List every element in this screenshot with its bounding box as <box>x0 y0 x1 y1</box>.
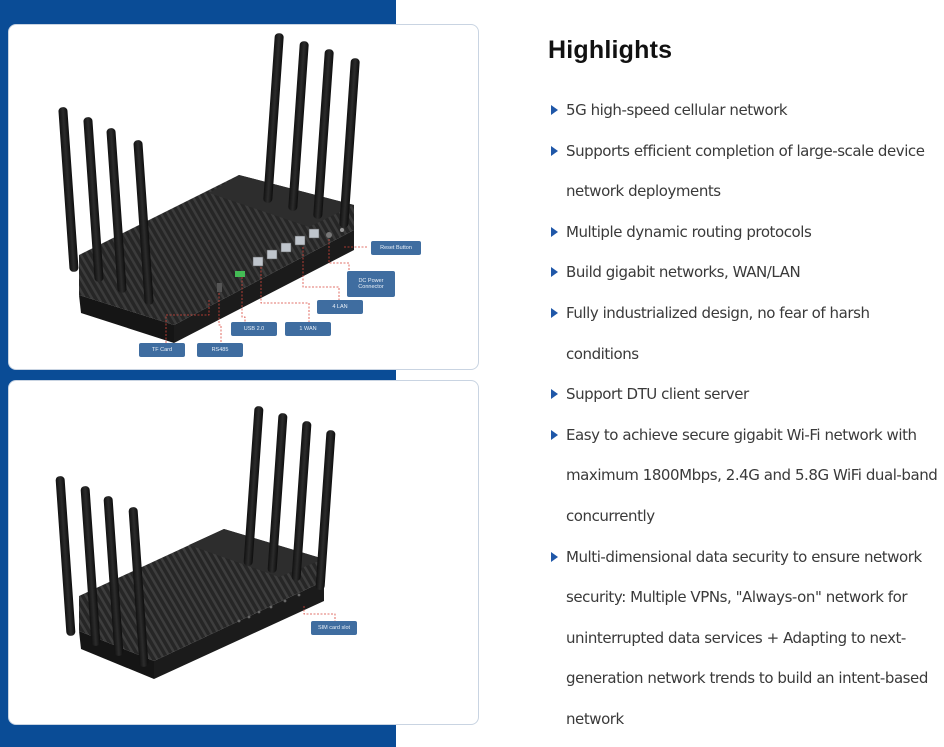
highlight-text: Easy to achieve secure gigabit Wi-Fi net… <box>566 425 938 525</box>
highlight-item: Supports efficient completion of large-s… <box>548 131 944 212</box>
highlight-item: Build gigabit networks, WAN/LAN <box>548 252 944 293</box>
callout-wan-port: 1 WAN <box>285 322 331 336</box>
triangle-bullet-icon <box>551 145 558 156</box>
router-illustration-front <box>55 406 336 679</box>
highlight-item: Multi-dimensional data security to ensur… <box>548 537 944 740</box>
highlight-text: Multi-dimensional data security to ensur… <box>566 547 928 728</box>
highlight-item: Multiple dynamic routing protocols <box>548 212 944 253</box>
triangle-bullet-icon <box>551 105 558 115</box>
highlights-list: 5G high-speed cellular network Supports … <box>548 90 944 740</box>
callout-dc-power: DC Power Connector <box>347 271 395 297</box>
callout-sim-slot: SIM card slot <box>311 621 357 635</box>
callout-reset-button: Reset Button <box>371 241 421 255</box>
triangle-bullet-icon <box>551 429 558 440</box>
highlight-item: Easy to achieve secure gigabit Wi-Fi net… <box>548 415 944 537</box>
triangle-bullet-icon <box>551 307 558 318</box>
triangle-bullet-icon <box>551 267 558 278</box>
callout-lan-ports: 4 LAN <box>317 300 363 314</box>
product-image-rear-ports: Reset Button DC Power Connector 4 LAN 1 … <box>8 24 479 370</box>
highlight-text: Support DTU client server <box>566 385 749 404</box>
triangle-bullet-icon <box>551 226 558 237</box>
highlight-text: Supports efficient completion of large-s… <box>566 141 925 201</box>
router-illustration-rear <box>58 33 367 343</box>
triangle-bullet-icon <box>551 389 558 400</box>
highlight-text: Build gigabit networks, WAN/LAN <box>566 263 801 282</box>
highlight-text: 5G high-speed cellular network <box>566 101 788 119</box>
highlight-text: Multiple dynamic routing protocols <box>566 222 812 241</box>
callout-rs485: RS485 <box>197 343 243 357</box>
triangle-bullet-icon <box>551 551 558 562</box>
highlight-text: Fully industrialized design, no fear of … <box>566 303 870 363</box>
highlight-item: Fully industrialized design, no fear of … <box>548 293 944 374</box>
highlights-title: Highlights <box>548 36 673 64</box>
highlight-item: 5G high-speed cellular network <box>548 90 944 131</box>
callout-tf-card: TF Card <box>139 343 185 357</box>
callout-usb-port: USB 2.0 <box>231 322 277 336</box>
highlight-item: Support DTU client server <box>548 374 944 415</box>
product-image-front-view: SIM card slot <box>8 380 479 725</box>
